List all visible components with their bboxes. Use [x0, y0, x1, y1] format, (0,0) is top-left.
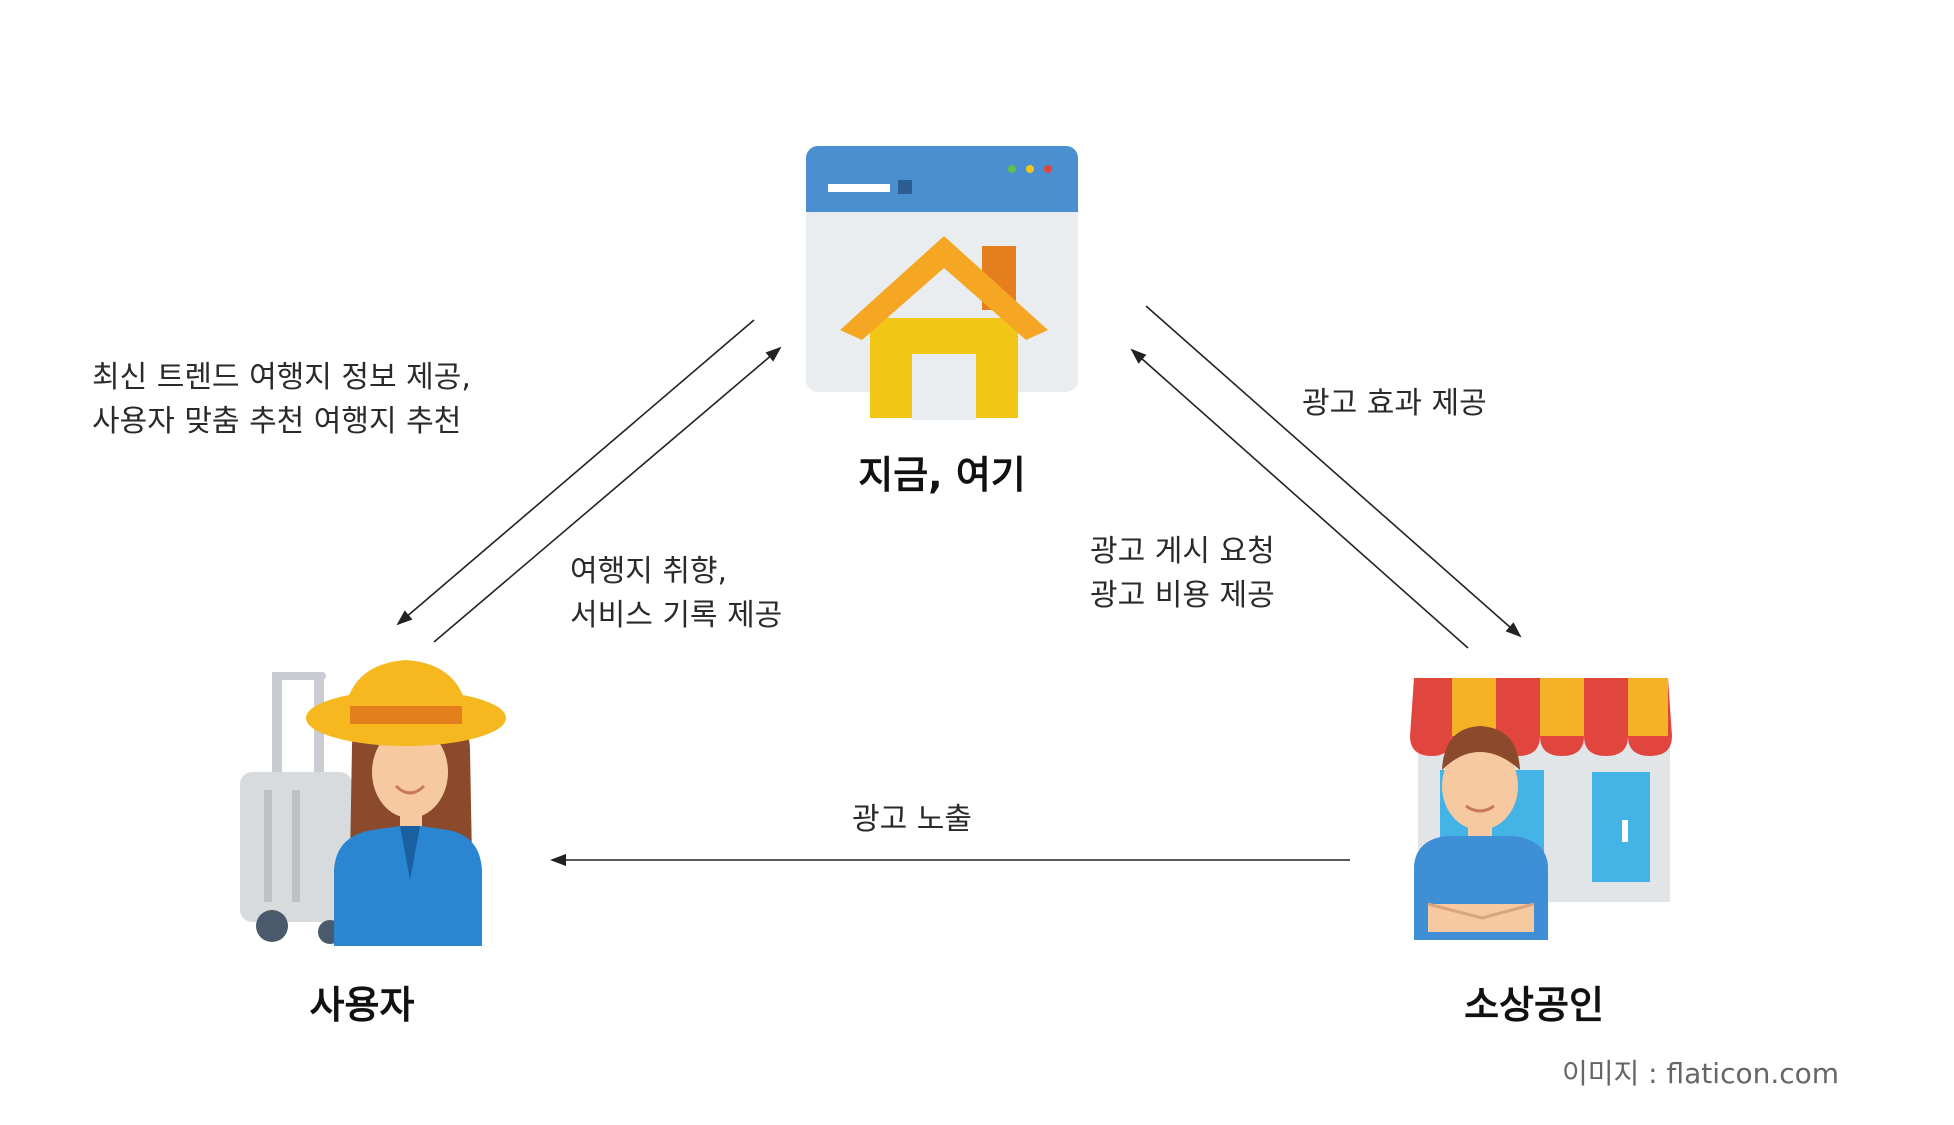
edge-label-platform-to-merchant: 광고 효과 제공 — [1302, 382, 1487, 426]
edge-label-line: 광고 비용 제공 — [1090, 578, 1275, 613]
edge-label-line: 사용자 맞춤 추천 여행지 추천 — [92, 404, 462, 439]
node-label-merchant: 소상공인 — [1464, 983, 1604, 1027]
arrow-user-to-platform — [433, 346, 782, 643]
edge-label-user-to-platform: 여행지 취향, 서비스 기록 제공 — [570, 550, 782, 638]
edge-label-line: 서비스 기록 제공 — [570, 598, 783, 633]
node-label-user: 사용자 — [309, 983, 415, 1027]
arrow-platform-to-merchant — [1145, 305, 1522, 638]
traveler-woman-icon — [240, 660, 506, 946]
edge-label-platform-to-user: 최신 트렌드 여행지 정보 제공, 사용자 맞춤 추천 여행지 추천 — [92, 356, 471, 444]
image-credit: 이미지 : flaticon.com — [1562, 1057, 1840, 1090]
edge-label-merchant-to-user: 광고 노출 — [852, 798, 972, 842]
arrow-platform-to-user — [396, 319, 755, 626]
arrow-merchant-to-platform — [1130, 348, 1469, 649]
edge-label-line: 광고 게시 요청 — [1090, 534, 1275, 569]
edge-label-line: 광고 효과 제공 — [1302, 386, 1487, 421]
edge-label-line: 광고 노출 — [852, 802, 972, 837]
edge-label-line: 최신 트렌드 여행지 정보 제공, — [92, 360, 471, 395]
browser-house-icon — [806, 146, 1078, 420]
edge-label-merchant-to-platform: 광고 게시 요청 광고 비용 제공 — [1090, 530, 1275, 618]
shopkeeper-store-icon — [1410, 678, 1672, 940]
edge-label-line: 여행지 취향, — [570, 554, 728, 589]
node-label-platform: 지금, 여기 — [858, 453, 1026, 497]
